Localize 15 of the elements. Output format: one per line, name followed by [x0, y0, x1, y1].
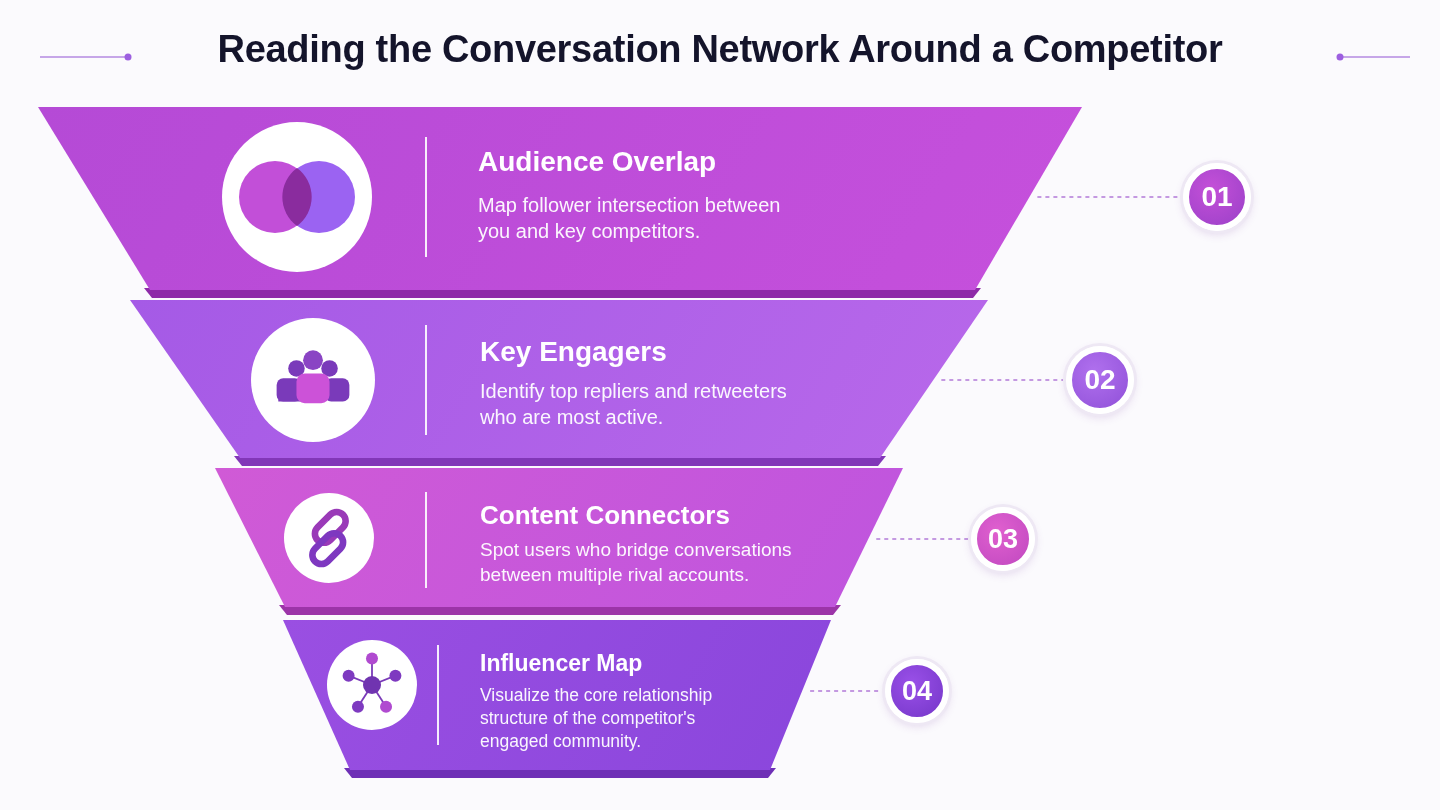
step-number-badge: 04 [885, 659, 949, 723]
step-description: Spot users who bridge conversations between multiple rival accounts. [480, 538, 793, 587]
step-number-badge: 02 [1066, 346, 1134, 414]
step-description: Map follower intersection between you and key competitors. [478, 193, 782, 244]
title: Reading the Conversation Network Around a Competitor [217, 28, 1223, 71]
step-heading: Influencer Map [480, 650, 643, 677]
step-description: Visualize the core relationship structure of the competitor's engaged community. [480, 684, 714, 753]
step-heading: Key Engagers [480, 336, 667, 368]
step-number-badge: 03 [971, 507, 1035, 571]
step-heading: Audience Overlap [478, 146, 717, 178]
connector-line [940, 379, 1064, 381]
step-number-badge: 01 [1183, 163, 1251, 231]
step-description: Identify top repliers and retweeters who are most active. [480, 379, 788, 430]
connector-line [875, 538, 969, 540]
step-heading: Content Connectors [480, 500, 730, 531]
